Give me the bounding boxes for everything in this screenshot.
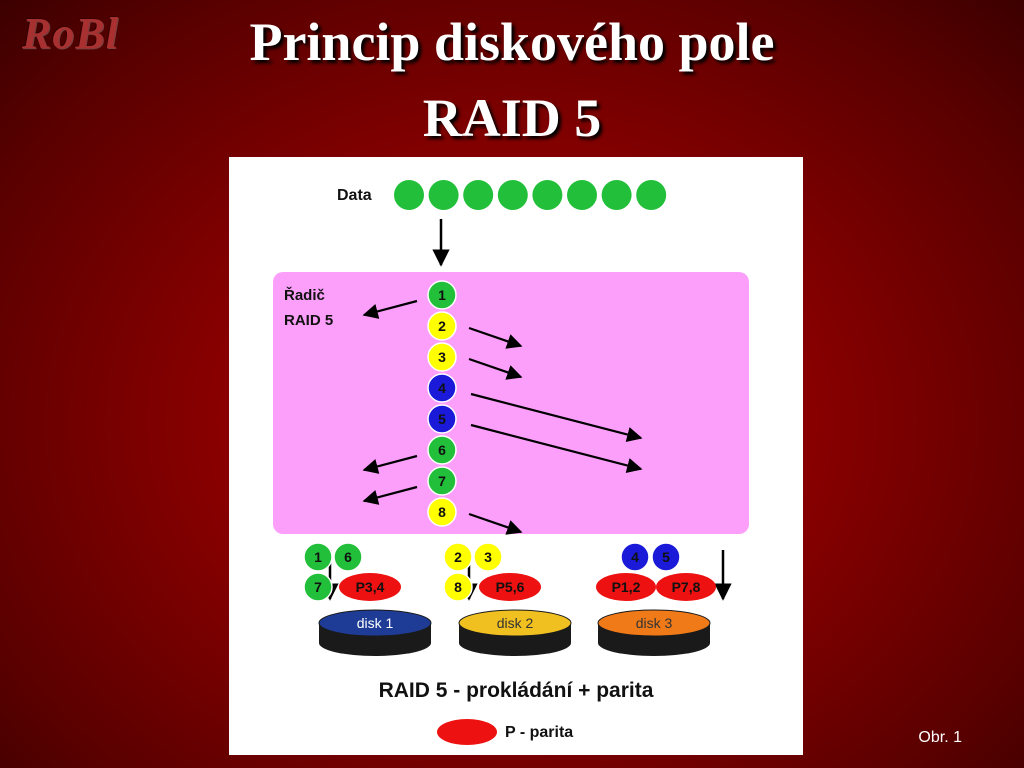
disk-stack: 1 6 7 P3,4 disk 1 — [303, 542, 432, 656]
data-chip — [443, 572, 473, 602]
controller-blocks: 1 2 3 4 5 6 7 8 — [427, 280, 457, 527]
routing-arrows — [362, 299, 643, 535]
data-dot — [428, 180, 459, 210]
disk-stack: 4 5P1,2 P7,8 disk 3 — [596, 542, 716, 656]
diagram-subtitle: RAID 5 - prokládání + parita — [379, 679, 654, 702]
data-chip — [303, 542, 333, 572]
data-chip — [473, 542, 503, 572]
data-chip — [333, 542, 363, 572]
chip-label: 1 — [314, 549, 322, 565]
controller-block — [427, 435, 457, 465]
chip-label: 8 — [454, 579, 462, 595]
parity-chip — [339, 573, 401, 601]
robl-logo: RoBl — [22, 9, 119, 58]
disk-top — [458, 609, 572, 637]
data-dot — [636, 180, 667, 210]
routing-arrow — [362, 485, 418, 505]
data-dot — [463, 180, 494, 210]
chip-label: 6 — [344, 549, 352, 565]
controller-block — [427, 404, 457, 434]
controller-block — [427, 311, 457, 341]
figure-caption: Obr. 1 — [918, 729, 962, 746]
chip-label: 2 — [454, 549, 462, 565]
controller-label-line1: Řadič — [284, 286, 325, 304]
parity-chip — [596, 573, 656, 601]
data-chip — [651, 542, 681, 572]
controller-block — [427, 280, 457, 310]
routing-arrow — [362, 299, 418, 319]
disk-stack: 2 3 8 P5,6 disk 2 — [443, 542, 572, 656]
data-chip — [620, 542, 650, 572]
chip-label: P1,2 — [612, 579, 641, 595]
disk-top — [597, 609, 711, 637]
chip-label: 7 — [314, 579, 322, 595]
controller-block-label: 2 — [438, 318, 446, 334]
controller-block-label: 4 — [438, 380, 446, 396]
controller-block-label: 6 — [438, 442, 446, 458]
routing-arrow — [468, 357, 523, 380]
chip-label: P7,8 — [672, 579, 701, 595]
controller-block — [427, 373, 457, 403]
routing-arrow — [470, 392, 643, 442]
slide-title-line1: Princip diskového pole — [249, 12, 775, 72]
data-dots — [394, 180, 667, 210]
chip-label: 3 — [484, 549, 492, 565]
chip-label: P3,4 — [356, 579, 385, 595]
data-label: Data — [337, 187, 372, 204]
chip-label: 5 — [662, 549, 670, 565]
controller-box — [273, 272, 749, 534]
controller-block-label: 3 — [438, 349, 446, 365]
disk-name: disk 2 — [497, 615, 534, 631]
slide-title-line2: RAID 5 — [422, 88, 602, 148]
data-dot — [394, 180, 424, 210]
disk-stacks: 1 6 7 P3,4 disk 1 2 3 8 P5,6 disk 2 4 5P1,2 P7,8 disk… — [303, 542, 716, 656]
routing-arrow — [468, 512, 523, 535]
parity-legend-label: P - parita — [505, 724, 573, 741]
parity-chip — [656, 573, 716, 601]
disk-name: disk 1 — [357, 615, 394, 631]
disk-name: disk 3 — [636, 615, 673, 631]
chip-label: P5,6 — [496, 579, 525, 595]
controller-block — [427, 466, 457, 496]
data-chip — [303, 572, 333, 602]
controller-label-line2: RAID 5 — [284, 312, 333, 329]
controller-block-label: 5 — [438, 411, 446, 427]
controller-block-label: 8 — [438, 504, 446, 520]
disk-top — [318, 609, 432, 637]
data-dot — [601, 180, 632, 210]
chip-label: 4 — [631, 549, 639, 565]
controller-block — [427, 342, 457, 372]
routing-arrow — [468, 326, 523, 349]
data-dot — [567, 180, 597, 210]
controller-block-label: 7 — [438, 473, 446, 489]
routing-arrow — [470, 423, 643, 473]
routing-arrow — [362, 454, 418, 474]
data-dot — [532, 180, 563, 210]
controller-block-label: 1 — [438, 287, 446, 303]
parity-chip — [479, 573, 541, 601]
data-chip — [443, 542, 473, 572]
controller-block — [427, 497, 457, 527]
parity-legend-swatch — [437, 719, 497, 745]
data-dot — [497, 180, 528, 210]
